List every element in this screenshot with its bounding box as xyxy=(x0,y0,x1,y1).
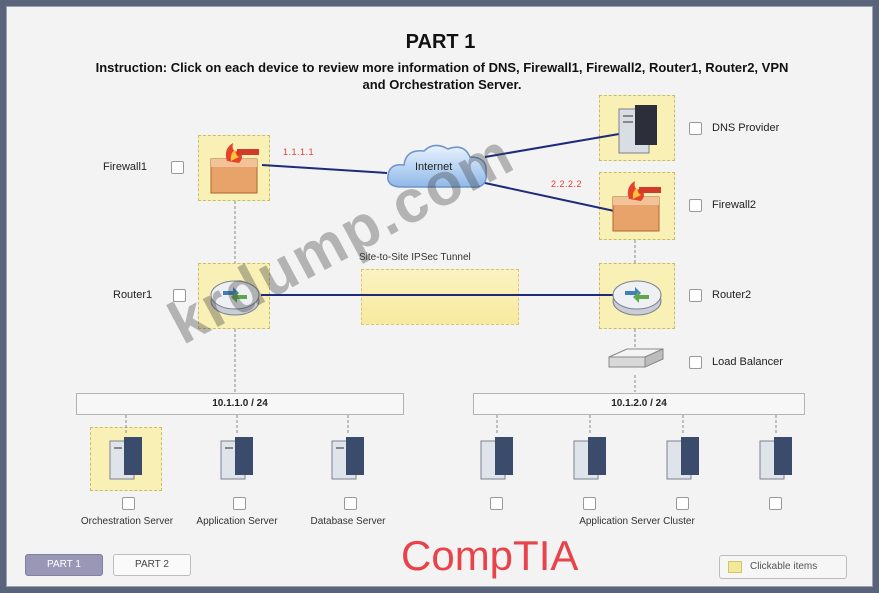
link-fw1-internet xyxy=(261,164,388,174)
dns-server-icon[interactable] xyxy=(613,103,663,157)
firewall2-label: Firewall2 xyxy=(712,199,757,211)
application-label: Application Server xyxy=(196,516,278,527)
tab-part2[interactable]: PART 2 xyxy=(113,554,191,576)
diagram-frame: PART 1 Instruction: Click on each device… xyxy=(6,6,873,587)
load-balancer-icon xyxy=(608,348,664,368)
comptia-logo: CompTIA xyxy=(401,532,579,579)
legend-swatch xyxy=(728,561,742,573)
database-label: Database Server xyxy=(310,516,386,527)
page-title: PART 1 xyxy=(405,31,476,53)
firewall2-icon[interactable] xyxy=(607,179,667,235)
load-balancer-checkbox[interactable] xyxy=(689,356,702,369)
cluster-server-icon xyxy=(480,437,513,480)
orchestration-server-icon[interactable] xyxy=(106,435,146,483)
cluster-server-icon xyxy=(573,437,606,480)
tunnel-label: Site-to-Site IPSec Tunnel xyxy=(359,252,471,263)
vpn-tunnel[interactable] xyxy=(361,269,519,325)
router1-label: Router1 xyxy=(113,289,153,301)
internet-label: Internet xyxy=(415,161,453,173)
application-checkbox[interactable] xyxy=(233,497,246,510)
subnet-left: 10.1.1.0 / 24 xyxy=(76,393,404,415)
link-internet-dns xyxy=(484,133,620,158)
cluster-server-icon xyxy=(759,437,792,480)
cluster-label: Application Server Cluster xyxy=(579,516,695,527)
cluster-server-icon xyxy=(666,437,699,480)
firewall1-checkbox[interactable] xyxy=(171,161,184,174)
firewall2-checkbox[interactable] xyxy=(689,199,702,212)
load-balancer-label: Load Balancer xyxy=(712,356,783,368)
cluster-checkbox-4[interactable] xyxy=(769,497,782,510)
instruction-text: Instruction: Click on each device to rev… xyxy=(95,60,789,92)
dns-label: DNS Provider xyxy=(712,122,780,134)
firewall1-label: Firewall1 xyxy=(103,161,148,173)
cluster-checkbox-3[interactable] xyxy=(676,497,689,510)
link-internet-fw2 xyxy=(484,182,620,213)
firewall2-ip: 2.2.2.2 xyxy=(551,179,583,189)
cluster-checkbox-2[interactable] xyxy=(583,497,596,510)
firewall1-ip: 1.1.1.1 xyxy=(283,147,315,157)
router2-icon[interactable] xyxy=(609,271,665,321)
router1-icon[interactable] xyxy=(207,271,263,321)
router2-label: Router2 xyxy=(712,289,752,301)
router2-checkbox[interactable] xyxy=(689,289,702,302)
database-server-icon xyxy=(331,437,364,480)
internet-cloud-icon xyxy=(387,144,487,188)
router1-checkbox[interactable] xyxy=(173,289,186,302)
dns-checkbox[interactable] xyxy=(689,122,702,135)
application-server-icon xyxy=(220,437,253,480)
network-links xyxy=(125,133,777,435)
tab-part1[interactable]: PART 1 xyxy=(25,554,103,576)
cluster-checkbox-1[interactable] xyxy=(490,497,503,510)
legend-label: Clickable items xyxy=(750,561,818,572)
orchestration-checkbox[interactable] xyxy=(122,497,135,510)
clickable-legend: Clickable items xyxy=(719,555,847,579)
orchestration-label: Orchestration Server xyxy=(80,516,174,527)
database-checkbox[interactable] xyxy=(344,497,357,510)
firewall1-icon[interactable] xyxy=(205,141,263,197)
subnet-right: 10.1.2.0 / 24 xyxy=(473,393,805,415)
